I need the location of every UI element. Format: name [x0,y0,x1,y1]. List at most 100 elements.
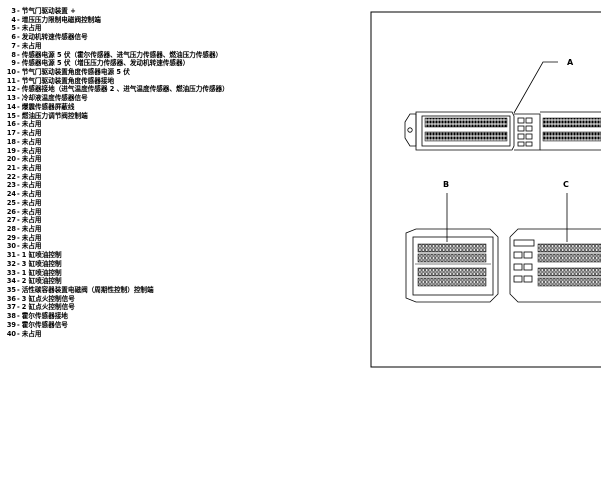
pin-separator: - [17,190,20,199]
pin-description: 节气门驱动装置角度传感器电源 5 伏 [21,68,130,77]
pin-row: 8-传感器电源 5 伏（霍尔传感器、进气压力传感器、燃油压力传感器） [2,51,362,60]
pin-number: 9 [11,59,16,68]
pin-row: 13-冷却液温度传感器信号 [2,94,362,103]
pin-separator: - [17,286,20,294]
pin-row: 23-未占用 [2,181,362,190]
pin-separator: - [17,320,20,329]
pin-number: 18 [6,137,16,146]
pin-separator: - [17,24,20,33]
pin-description: 未占用 [21,207,42,216]
pin-description: 未占用 [21,329,42,338]
pin-separator: - [17,102,20,111]
pin-separator: - [17,198,20,207]
pin-row: 36-3 缸点火控制信号 [2,295,362,304]
connector-a [404,111,601,151]
pin-number: 22 [6,172,16,181]
pin-separator: - [17,251,20,260]
pin-row: 6-发动机转速传感器信号 [2,33,362,42]
pin-separator: - [17,137,20,146]
pin-row: 18-未占用 [2,138,362,147]
pin-separator: - [17,68,20,77]
pin-number: 8 [11,50,16,59]
pin-separator: - [17,111,20,120]
pin-description: 未占用 [21,146,42,155]
pin-row: 34-2 缸喷油控制 [2,277,362,286]
pin-description: 未占用 [21,24,42,33]
pin-description: 未占用 [21,190,42,199]
pin-separator: - [17,303,20,312]
pin-number: 21 [6,163,16,172]
pin-number: 17 [6,129,16,138]
pin-row: 15-燃油压力调节阀控制端 [2,112,362,121]
label-a: A [567,58,574,67]
leader-line-a [513,61,558,114]
pin-description: 节气门驱动装置角度传感器接地 [21,76,115,85]
pin-row: 26-未占用 [2,208,362,217]
figure-frame [370,11,601,368]
pin-separator: - [17,329,20,338]
pin-row: 33-1 缸喷油控制 [2,269,362,278]
pin-number: 6 [11,33,16,42]
pin-row: 30-未占用 [2,242,362,251]
pin-separator: - [17,224,20,233]
pin-row: 10-节气门驱动装置角度传感器电源 5 伏 [2,68,362,77]
label-c: C [563,180,569,189]
pin-row: 9-传感器电源 5 伏（增压压力传感器、发动机转速传感器） [2,59,362,68]
pin-row: 40-未占用 [2,330,362,339]
pin-separator: - [17,312,20,321]
pin-separator: - [17,268,20,277]
pin-description: 未占用 [21,233,42,242]
pin-number: 27 [6,216,16,225]
pin-number: 5 [11,24,16,33]
pin-row: 19-未占用 [2,147,362,156]
pin-row: 32-3 缸喷油控制 [2,260,362,269]
pin-number: 11 [6,76,16,85]
pin-number: 3 [11,7,16,15]
pin-separator: - [17,41,20,50]
pin-row: 5-未占用 [2,24,362,33]
pin-row: 35-活性碳容器装置电磁阀（周期性控制）控制端 [2,286,362,295]
pin-number: 23 [6,181,16,190]
pin-row: 4-增压压力限制电磁阀控制端 [2,16,362,25]
pin-separator: - [17,259,20,268]
pin-separator: - [17,33,20,42]
pin-description: 发动机转速传感器信号 [21,33,88,42]
pin-description: 活性碳容器装置电磁阀（周期性控制）控制端 [21,286,154,294]
pin-row: 21-未占用 [2,164,362,173]
pin-separator: - [17,59,20,68]
pin-separator: - [17,172,20,181]
pin-description: 未占用 [21,137,42,146]
pin-number: 40 [6,329,16,338]
pin-number: 39 [6,320,16,329]
pin-row: 14-爆震传感器屏蔽线 [2,103,362,112]
pin-description: 未占用 [21,163,42,172]
pin-number: 13 [6,94,16,103]
pin-row: 25-未占用 [2,199,362,208]
pin-row: 20-未占用 [2,155,362,164]
pin-number: 35 [6,286,16,294]
pin-number: 26 [6,207,16,216]
pin-description: 节气门驱动装置 + [21,7,76,15]
pin-number: 31 [6,251,16,260]
pin-separator: - [17,129,20,138]
pin-number: 32 [6,259,16,268]
pin-row: 22-未占用 [2,173,362,182]
pin-separator: - [17,207,20,216]
pin-number: 38 [6,312,16,321]
pin-separator: - [17,94,20,103]
pin-description: 爆震传感器屏蔽线 [21,102,75,111]
pin-description: 2 缸点火控制信号 [21,303,75,312]
pin-description: 未占用 [21,242,42,251]
pin-number: 7 [11,41,16,50]
pin-row: 31-1 缸喷油控制 [2,251,362,260]
pin-number: 14 [6,102,16,111]
pin-row: 29-未占用 [2,234,362,243]
pin-row: 28-未占用 [2,225,362,234]
pin-separator: - [17,146,20,155]
pin-description: 传感器电源 5 伏（霍尔传感器、进气压力传感器、燃油压力传感器） [21,50,223,59]
pin-number: 30 [6,242,16,251]
pin-description: 1 缸喷油控制 [21,251,62,260]
pin-number: 20 [6,155,16,164]
